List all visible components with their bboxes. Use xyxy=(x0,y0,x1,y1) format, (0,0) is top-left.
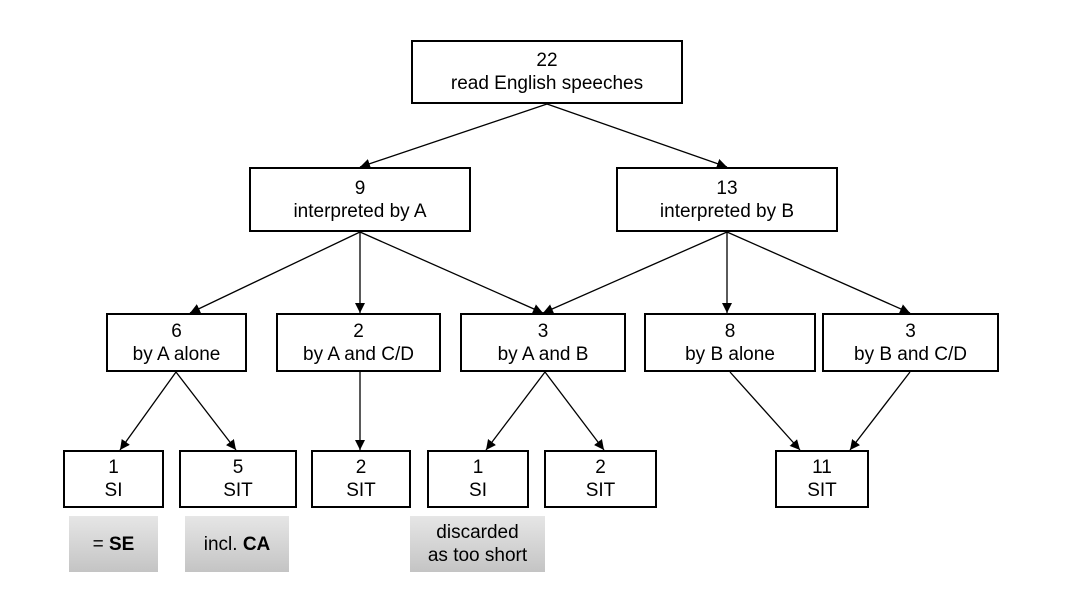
node-a-b-si: 1 SI xyxy=(427,450,529,508)
node-a-alone-si: 1 SI xyxy=(63,450,164,508)
node-by-a-alone-count: 6 xyxy=(171,320,182,342)
node-a-alone-si-count: 1 xyxy=(108,457,119,478)
note-se: = SE xyxy=(69,516,158,572)
node-a-b-si-count: 1 xyxy=(472,457,484,478)
node-by-b-alone: 8 by B alone xyxy=(644,313,816,372)
arrow-a-alone-to-si xyxy=(119,371,177,451)
arrow-a-to-a-alone xyxy=(189,231,361,314)
node-a-cd-sit-label: SIT xyxy=(346,480,376,501)
node-by-b-and-cd-label: by B and C/D xyxy=(854,343,967,365)
node-root-count: 22 xyxy=(536,50,558,71)
node-by-b-alone-label: by B alone xyxy=(685,343,775,365)
node-a-alone-si-label: SI xyxy=(104,480,123,501)
arrow-a-b-to-sit xyxy=(544,371,605,451)
arrow-root-to-b xyxy=(546,103,728,169)
node-b-sit: 11 SIT xyxy=(775,450,869,508)
arrow-b-cd-to-sit xyxy=(849,371,911,451)
node-b-sit-count: 11 xyxy=(812,457,832,478)
node-by-a-alone-label: by A alone xyxy=(132,343,221,365)
arrow-b-alone-to-sit xyxy=(729,371,801,451)
node-interpreted-by-b: 13 interpreted by B xyxy=(616,167,838,232)
node-a-alone-sit-count: 5 xyxy=(232,457,244,478)
node-by-a-and-b: 3 by A and B xyxy=(460,313,626,372)
node-by-b-alone-count: 8 xyxy=(724,320,736,342)
node-by-b-and-cd: 3 by B and C/D xyxy=(822,313,999,372)
note-ca: incl. CA xyxy=(185,516,289,572)
node-interpreted-by-a: 9 interpreted by A xyxy=(249,167,471,232)
node-by-a-and-b-count: 3 xyxy=(537,320,549,342)
arrow-a-to-a-b xyxy=(359,231,544,314)
arrow-b-to-a-b xyxy=(542,231,728,314)
node-root: 22 read English speeches xyxy=(411,40,683,104)
arrow-root-to-a xyxy=(359,103,548,169)
arrow-b-to-b-cd xyxy=(726,231,911,314)
node-interpreted-by-a-label: interpreted by A xyxy=(293,200,427,222)
node-a-alone-sit-label: SIT xyxy=(223,480,253,501)
node-root-label: read English speeches xyxy=(450,73,644,94)
node-by-b-and-cd-count: 3 xyxy=(905,320,916,342)
note-ca-text: incl. CA xyxy=(203,533,271,555)
node-a-alone-sit: 5 SIT xyxy=(179,450,297,508)
node-by-a-alone: 6 by A alone xyxy=(106,313,247,372)
node-interpreted-by-b-count: 13 xyxy=(716,177,738,199)
arrow-a-alone-to-sit xyxy=(175,371,237,451)
note-discarded-line1: discarded xyxy=(436,522,519,543)
node-a-cd-sit: 2 SIT xyxy=(311,450,411,508)
node-by-a-and-cd-label: by A and C/D xyxy=(303,343,414,365)
node-a-b-sit-label: SIT xyxy=(585,480,616,501)
node-a-b-si-label: SI xyxy=(469,480,487,501)
node-interpreted-by-b-label: interpreted by B xyxy=(659,200,795,222)
node-by-a-and-cd-count: 2 xyxy=(353,320,364,342)
node-a-cd-sit-count: 2 xyxy=(355,457,367,478)
note-se-text: = SE xyxy=(92,533,135,555)
note-discarded: discarded as too short xyxy=(410,516,545,572)
node-a-b-sit-count: 2 xyxy=(595,457,606,478)
node-b-sit-label: SIT xyxy=(807,480,837,501)
note-discarded-line2: as too short xyxy=(427,545,528,566)
node-a-b-sit: 2 SIT xyxy=(544,450,657,508)
node-by-a-and-b-label: by A and B xyxy=(497,343,589,365)
arrow-a-b-to-si xyxy=(485,371,546,451)
node-interpreted-by-a-count: 9 xyxy=(354,177,366,199)
node-by-a-and-cd: 2 by A and C/D xyxy=(276,313,441,372)
